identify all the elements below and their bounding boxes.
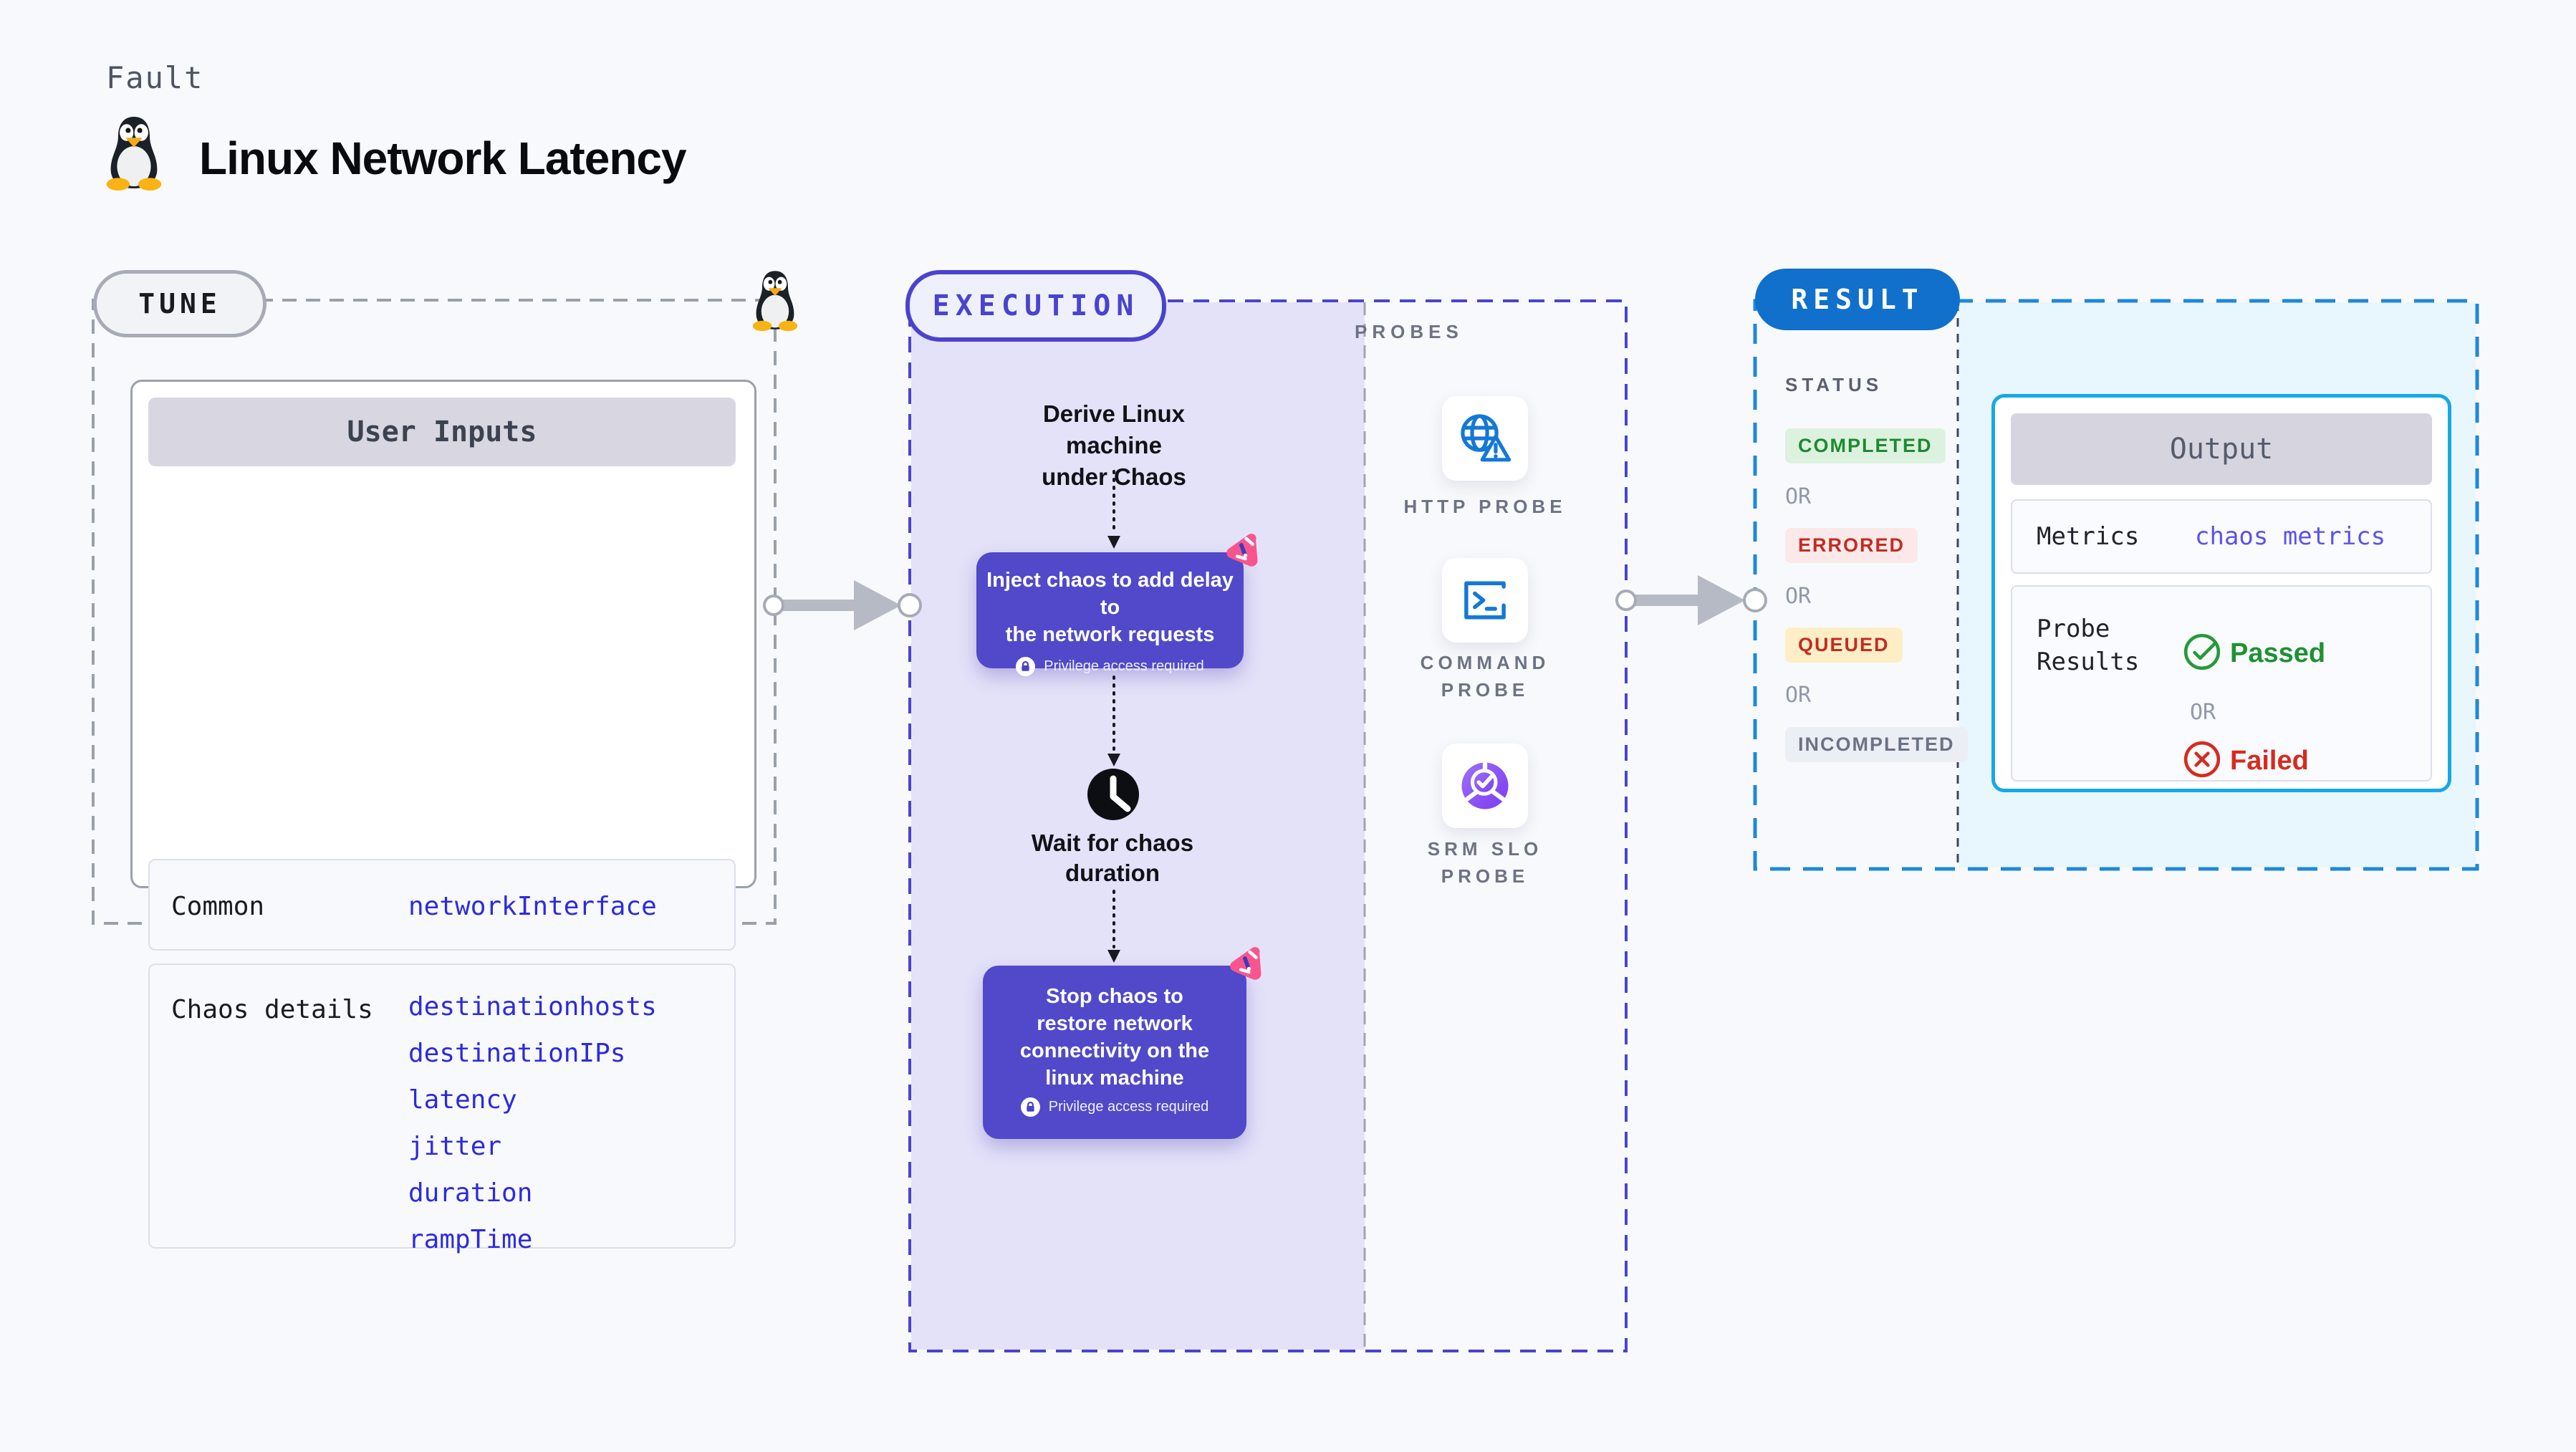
input-value: destinationhosts <box>408 992 657 1021</box>
slo-gauge-icon <box>1461 761 1509 809</box>
arrow-execution-to-result <box>1615 575 1767 625</box>
wait-clock-icon <box>1087 769 1139 820</box>
passed-check-icon <box>2183 633 2221 670</box>
step-wait-duration: Wait for chaos duration <box>1031 830 1194 886</box>
status-badge-queued: QUEUED <box>1785 628 1903 663</box>
probes-section-label: PROBES <box>1355 321 1464 342</box>
result-dashed-box <box>1753 299 2479 871</box>
fault-kicker: Fault <box>106 60 204 95</box>
probe-card-srm-slo <box>1442 744 1528 828</box>
status-section-label: STATUS <box>1785 374 1883 395</box>
input-value: rampTime <box>408 1225 533 1254</box>
or-label: OR <box>2190 700 2216 725</box>
probe-results-row: Probe Results Passed OR Failed <box>2011 585 2432 782</box>
input-row-label: Common <box>171 892 265 921</box>
metrics-label: Metrics <box>2037 522 2140 551</box>
lock-icon <box>1016 657 1036 676</box>
linux-penguin-icon <box>106 116 162 191</box>
output-card: Output Metrics chaos metrics Probe Resul… <box>1991 394 2451 792</box>
probe-results-label: Probe Results <box>2037 615 2140 676</box>
or-label: OR <box>1785 484 1812 509</box>
step-stop-chaos-card: Stop chaos to restore network connectivi… <box>983 966 1246 1139</box>
status-badge-incompleted: INCOMPLETED <box>1785 727 1968 762</box>
step-connector-arrowheads <box>1107 536 1120 963</box>
user-inputs-card: User Inputs Common networkInterface Chao… <box>130 380 756 1254</box>
input-value: duration <box>408 1178 533 1208</box>
probe-label-srm-slo: SRM SLO PROBE <box>1427 838 1543 887</box>
input-row-chaos-details: Chaos details destinationhosts destinati… <box>148 963 736 1254</box>
failed-label: Failed <box>2230 746 2309 776</box>
output-title: Output <box>2011 413 2432 485</box>
arrow-tune-to-execution <box>763 580 922 630</box>
tune-badge: TUNE <box>93 270 266 337</box>
step-inject-chaos-card: Inject chaos to add delay to the network… <box>976 552 1244 676</box>
input-value: jitter <box>408 1132 502 1161</box>
probe-card-command <box>1442 558 1528 643</box>
status-badge-errored: ERRORED <box>1785 528 1918 563</box>
input-value: destinationIPs <box>408 1039 626 1068</box>
step-derive-machine: Derive Linux machine under Chaos <box>1042 400 1186 490</box>
execution-dashed-box <box>908 299 1628 1352</box>
execution-fill-region <box>911 302 1365 1350</box>
metrics-row: Metrics chaos metrics <box>2011 499 2432 574</box>
probe-label-command: COMMAND PROBE <box>1420 652 1550 701</box>
metrics-value: chaos metrics <box>2195 522 2386 551</box>
page-title: Linux Network Latency <box>199 133 687 184</box>
failed-x-icon <box>2183 741 2221 778</box>
execution-badge: EXECUTION <box>905 270 1166 342</box>
input-row-common: Common networkInterface <box>148 859 736 951</box>
or-label: OR <box>1785 584 1812 609</box>
linux-penguin-small-icon <box>752 271 798 332</box>
privilege-note: Privilege access required <box>983 1097 1246 1117</box>
or-label: OR <box>1785 683 1812 708</box>
input-value: latency <box>408 1085 517 1115</box>
probe-card-http <box>1442 396 1528 481</box>
result-badge: RESULT <box>1755 269 1960 330</box>
lock-icon <box>1020 1097 1040 1117</box>
input-value: networkInterface <box>408 892 657 921</box>
privilege-note: Privilege access required <box>976 657 1244 676</box>
status-badge-completed: COMPLETED <box>1785 428 1946 463</box>
terminal-icon <box>1464 581 1506 620</box>
input-row-label: Chaos details <box>171 995 373 1024</box>
chaos-pinwheel-icon <box>1230 947 1261 980</box>
chaos-pinwheel-icon <box>1226 534 1258 567</box>
user-inputs-title: User Inputs <box>148 398 736 466</box>
probe-label-http: HTTP PROBE <box>1403 496 1567 517</box>
passed-label: Passed <box>2230 638 2326 668</box>
input-value-list: destinationhosts destinationIPs latency … <box>408 984 657 1263</box>
globe-alert-icon <box>1461 414 1512 462</box>
